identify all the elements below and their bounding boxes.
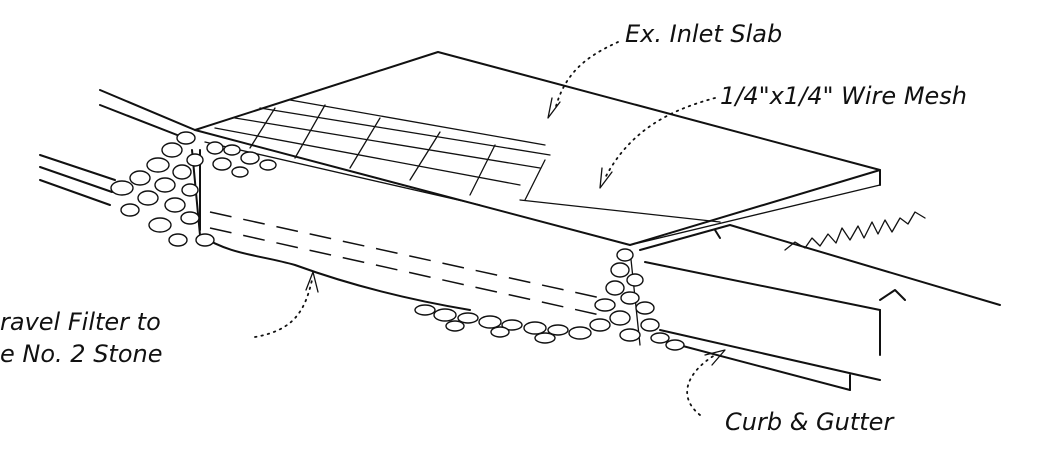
curb-gutter-right [639, 224, 1001, 391]
gravel-filter-face [191, 149, 641, 346]
gravel-filter-label-line2: e No. 2 Stone [0, 340, 163, 368]
gravel-filter-label-line1: ravel Filter to [0, 308, 161, 336]
inlet-slab [194, 51, 881, 246]
wire-mesh [204, 99, 721, 223]
wire-mesh-leader [604, 97, 716, 179]
label-leaders [254, 41, 726, 416]
wire-mesh-label: 1/4"x1/4" Wire Mesh [720, 82, 967, 110]
inlet-slab-leader [554, 41, 619, 111]
curb-gutter-left [39, 89, 196, 206]
gravel-filter-leader [254, 279, 313, 338]
curb-gutter-label: Curb & Gutter [725, 408, 895, 436]
grass-scribble [784, 211, 926, 251]
curb-gutter-leader [686, 354, 716, 416]
gravel-stones-left [110, 131, 277, 247]
gravel-stones-right [589, 248, 685, 351]
gravel-stones-bottom [414, 304, 592, 344]
inlet-slab-label: Ex. Inlet Slab [625, 20, 782, 48]
